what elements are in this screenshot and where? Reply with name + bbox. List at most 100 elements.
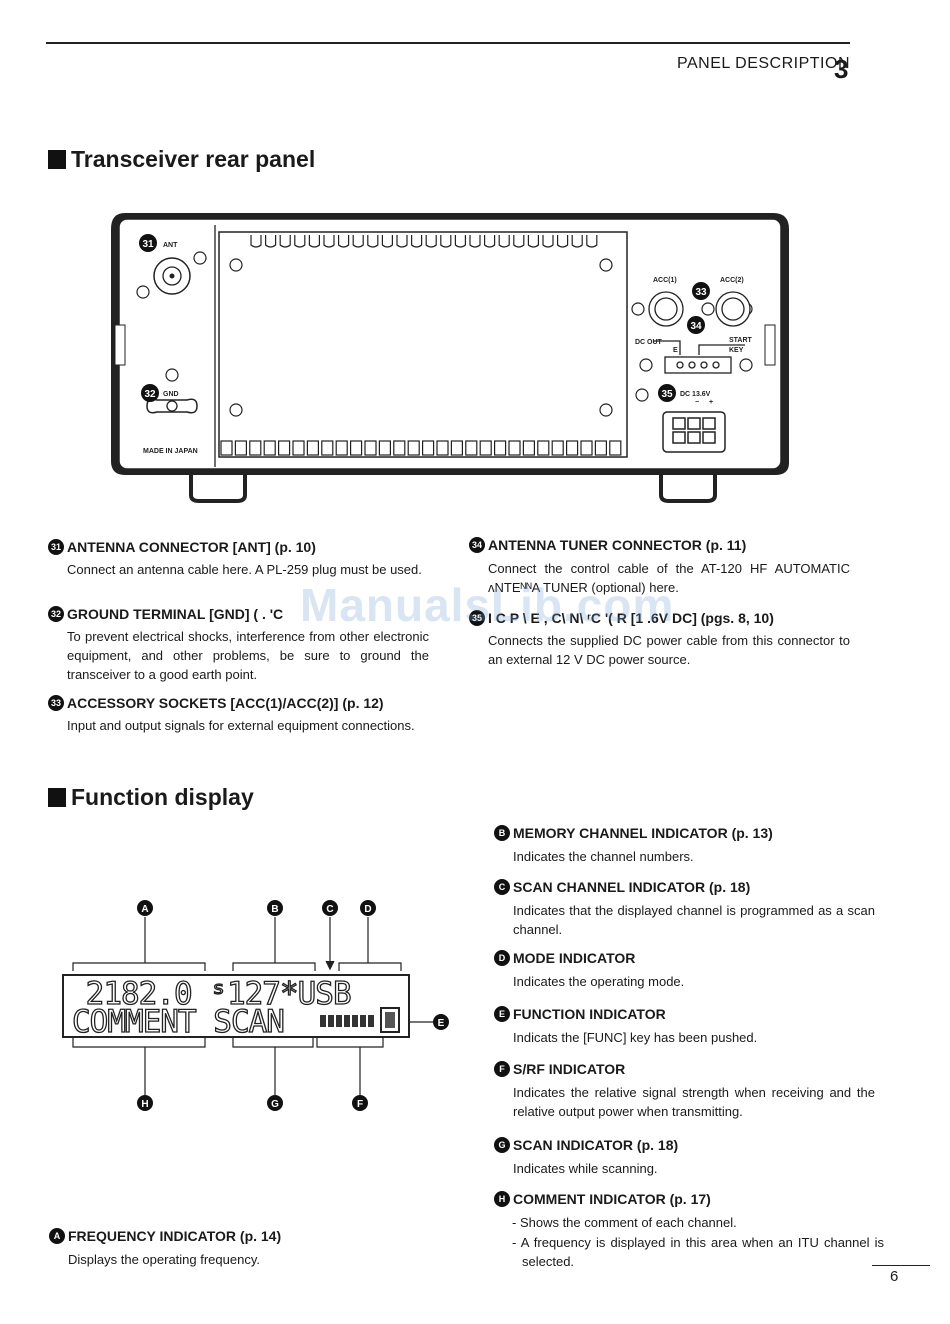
heatsink-fin [335, 440, 348, 456]
heatsink-fin [407, 440, 420, 456]
item-body: Indicates while scanning. [513, 1161, 658, 1176]
heatsink-fin [454, 235, 466, 248]
chapter-number: 3 [834, 54, 849, 84]
svg-text:−: − [695, 399, 699, 406]
lcd-row-2: COMMENT SCAN [71, 1004, 285, 1040]
item-title: FREQUENCY INDICATOR (p. 14) [68, 1228, 282, 1244]
rear-panel-diagram: 31 32 33 34 35 ANT GND MADE IN JAPAN ACC… [111, 213, 789, 503]
svg-text:35: 35 [661, 389, 673, 400]
heatsink-fin [306, 440, 319, 456]
heatsink-fin [566, 440, 579, 456]
lcd-frame [62, 974, 410, 1038]
heatsink-fin [580, 440, 593, 456]
callout-number: 33 [48, 695, 64, 711]
svg-text:DC 13.6V: DC 13.6V [680, 391, 711, 398]
item-body: Indicates the channel numbers. [513, 849, 694, 864]
item-body: Connect the control cable of the AT-120 … [488, 561, 850, 595]
lcd-callouts: A B C D E F G H [137, 900, 449, 1111]
foot-right [659, 475, 717, 503]
item-title: S/RF INDICATOR [513, 1061, 626, 1077]
heatsink-fin [586, 235, 598, 248]
heatsink-fin [498, 235, 510, 248]
heatsink-fin [440, 235, 452, 248]
heatsink-fin [393, 440, 406, 456]
heatsink-fin [494, 440, 507, 456]
heatsink-fin [436, 440, 449, 456]
heatsink-fin [522, 440, 535, 456]
heatsink-fin [350, 440, 363, 456]
heatsink-fin [278, 440, 291, 456]
acc-sockets [648, 291, 751, 327]
item-accessory-sockets: 33 ACCESSORY SOCKETS [ACC(1)/ACC(2)] (p.… [48, 695, 384, 711]
heatsink-fin [279, 235, 291, 248]
item-body: To prevent electrical shocks, interferen… [67, 629, 429, 682]
callout-number: 34 [469, 537, 485, 553]
svg-text:START: START [729, 337, 753, 344]
heatsink-fins-bottom [220, 440, 622, 456]
gnd-terminal [146, 398, 198, 414]
item-title: ACCESSORY SOCKETS [ACC(1)/ACC(2)] (p. 12… [67, 695, 384, 711]
item-body: - Shows the comment of each channel. [512, 1215, 737, 1230]
item-title: MEMORY CHANNEL INDICATOR (p. 13) [513, 825, 773, 841]
dc-connector [662, 411, 726, 453]
item-title: ANTENNA CONNECTOR [ANT] (p. 10) [67, 539, 316, 555]
section-title-rear: Transceiver rear panel [48, 146, 315, 173]
heatsink-fin [308, 235, 320, 248]
s-meter-bars [320, 1015, 374, 1027]
item-title: MODE INDICATOR [513, 950, 636, 966]
item-body: Displays the operating frequency. [68, 1252, 260, 1267]
heatsink-fin [571, 235, 583, 248]
svg-text:32: 32 [144, 389, 156, 400]
callout-number: 31 [48, 539, 64, 555]
heatsink-fin [364, 440, 377, 456]
heatsink-fin [265, 235, 277, 248]
callout-letter: E [494, 1006, 510, 1022]
svg-text:ANT: ANT [163, 242, 178, 249]
heatsink-fin [250, 235, 262, 248]
tuner-connector [653, 340, 745, 374]
item-antenna-tuner-connector: 34 ANTENNA TUNER CONNECTOR (p. 11) [469, 537, 746, 553]
side-tab-left [114, 324, 126, 366]
heatsink [218, 231, 628, 458]
lcd-row-1: 2182.0 ˢ127*USB [68, 976, 352, 1012]
callout-letter: A [49, 1228, 65, 1244]
bottom-rule [872, 1265, 930, 1266]
heatsink-fin [220, 440, 233, 456]
section-square-icon [48, 788, 66, 807]
watermark: ManualsLib.com [300, 579, 675, 631]
item-title: SCAN CHANNEL INDICATOR (p. 18) [513, 879, 751, 895]
item-title: SCAN INDICATOR (p. 18) [513, 1137, 679, 1153]
section-title-text: Function display [71, 784, 254, 810]
svg-text:A: A [141, 904, 148, 915]
callout-letter: D [494, 950, 510, 966]
svg-text:H: H [141, 1099, 148, 1110]
heatsink-fin [551, 440, 564, 456]
heatsink-fin [352, 235, 364, 248]
lcd-diagram: A B C D E F G H [62, 900, 449, 1111]
item-body: Indicats the [FUNC] key has been pushed. [513, 1030, 758, 1045]
item-body: Connect an antenna cable here. A PL-259 … [67, 562, 422, 577]
item-ground-terminal: 32 GROUND TERMINAL [GND] ( . ʹC [48, 606, 283, 622]
heatsink-fin [508, 440, 521, 456]
heatsink-fin [338, 235, 350, 248]
running-header: PANEL DESCRIPTION [677, 55, 850, 72]
svg-text:B: B [271, 904, 278, 915]
svg-text:KEY: KEY [729, 347, 744, 354]
item-dc-power-connector: 35 I C P \ E , C\ N\ ʳC ʹ( R [1 .6V DC] … [469, 610, 774, 626]
svg-text:ACC(1): ACC(1) [653, 277, 677, 284]
heatsink-fin [513, 235, 525, 248]
heatsink-fin [367, 235, 379, 248]
callout-number: 35 [469, 610, 485, 626]
heatsink-fin [450, 440, 463, 456]
heatsink-fin [527, 235, 539, 248]
heatsink-fin [594, 440, 607, 456]
heatsink-fin [396, 235, 408, 248]
heatsink-fin [234, 440, 247, 456]
heatsink-fin [422, 440, 435, 456]
heatsink-fin [469, 235, 481, 248]
svg-text:33: 33 [695, 287, 707, 298]
